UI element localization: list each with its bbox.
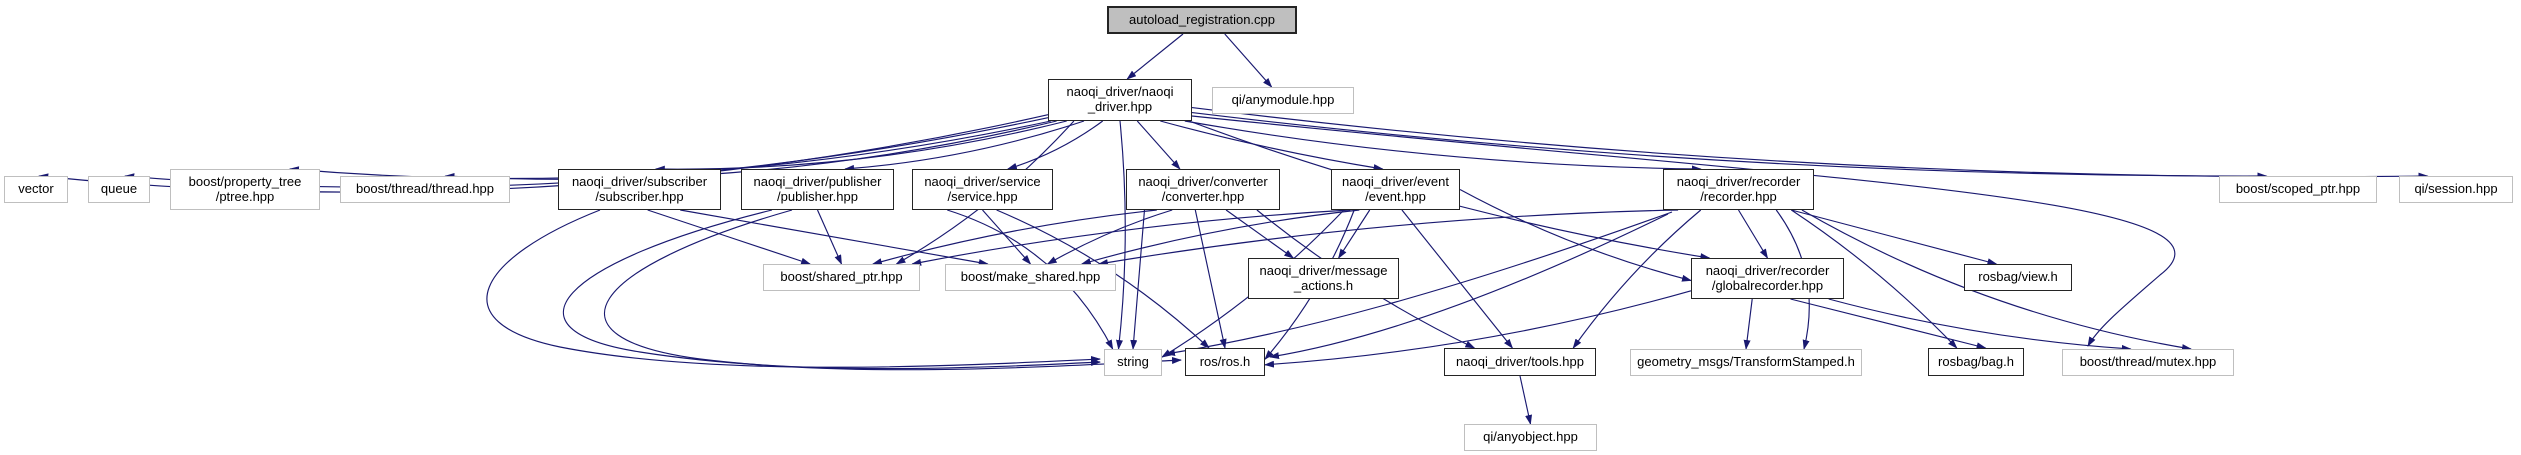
graph-edge-converter-makeshared [1046,209,1173,265]
graph-node-globalrec[interactable]: naoqi_driver/recorder /globalrecorder.hp… [1691,258,1844,299]
graph-edge-event-msgactions [1338,209,1371,259]
graph-node-label: boost/shared_ptr.hpp [780,269,903,285]
graph-node-service[interactable]: naoqi_driver/service /service.hpp [912,169,1053,210]
graph-node-msgactions[interactable]: naoqi_driver/message _actions.h [1248,258,1399,299]
graph-node-string: string [1104,349,1162,376]
graph-node-label: boost/property_tree /ptree.hpp [188,173,302,204]
graph-node-root: autoload_registration.cpp [1107,6,1297,34]
graph-node-anymodule: qi/anymodule.hpp [1212,87,1354,114]
graph-node-mutex: boost/thread/mutex.hpp [2062,349,2234,376]
graph-node-rosros[interactable]: ros/ros.h [1185,348,1265,376]
graph-edge-recorder-globalrec [1738,209,1769,259]
graph-edge-recorder-string [1165,211,1673,356]
graph-node-label: boost/scoped_ptr.hpp [2235,181,2361,197]
graph-edge-root-naoqi [1126,33,1184,80]
graph-edge-publisher-sharedptr [816,209,843,265]
graph-node-label: rosbag/view.h [1978,269,2058,285]
graph-edge-event-tools [1401,209,1514,349]
graph-node-label: string [1117,354,1149,370]
graph-edge-naoqi-recorder [1184,120,1702,173]
graph-node-sharedptr: boost/shared_ptr.hpp [763,264,920,291]
graph-edge-naoqi-mutex [1191,115,2176,347]
graph-edge-naoqi-event [1160,120,1384,172]
graph-node-label: geometry_msgs/TransformStamped.h [1637,354,1855,370]
graph-edge-naoqi-converter [1136,120,1181,170]
graph-node-recorder[interactable]: naoqi_driver/recorder /recorder.hpp [1663,169,1814,210]
graph-node-bag[interactable]: rosbag/bag.h [1928,348,2024,376]
graph-edge-naoqi-subscriber [654,120,1067,173]
graph-edge-subscriber-makeshared [680,209,989,266]
graph-node-label: boost/thread/mutex.hpp [2079,354,2217,370]
graph-edge-naoqi-scoped [1191,112,2268,180]
graph-node-label: qi/anymodule.hpp [1231,92,1335,108]
graph-node-label: naoqi_driver/recorder /recorder.hpp [1676,173,1801,204]
graph-node-label: boost/make_shared.hpp [960,269,1101,285]
graph-node-label: ros/ros.h [1199,353,1251,369]
graph-node-tools[interactable]: naoqi_driver/tools.hpp [1444,348,1596,376]
graph-node-label: autoload_registration.cpp [1129,11,1275,27]
graph-node-publisher[interactable]: naoqi_driver/publisher /publisher.hpp [741,169,894,210]
graph-node-label: naoqi_driver/naoqi _driver.hpp [1066,84,1174,114]
graph-node-label: naoqi_driver/recorder /globalrecorder.hp… [1705,262,1830,293]
graph-edge-globalrec-mutex [1828,298,2132,352]
graph-node-ptree: boost/property_tree /ptree.hpp [170,169,320,210]
graph-node-label: naoqi_driver/event /event.hpp [1342,173,1449,204]
graph-node-queue: queue [88,176,150,203]
graph-edge-converter-sharedptr [871,209,1157,265]
graph-edge-naoqi-service [1006,120,1104,170]
graph-node-label: boost/thread/thread.hpp [355,181,495,197]
graph-node-label: qi/anyobject.hpp [1483,429,1578,445]
graph-node-label: queue [100,181,138,197]
graph-node-label: naoqi_driver/publisher /publisher.hpp [753,173,882,204]
graph-node-event[interactable]: naoqi_driver/event /event.hpp [1331,169,1460,210]
graph-edge-converter-string [1130,209,1146,350]
graph-edge-event-makeshared [1080,209,1360,265]
graph-node-view[interactable]: rosbag/view.h [1964,264,2072,291]
graph-node-makeshared: boost/make_shared.hpp [945,264,1116,291]
graph-node-label: naoqi_driver/tools.hpp [1456,353,1584,369]
graph-edge-globalrec-tfstamped [1743,298,1753,350]
graph-edge-recorder-makeshared [1097,209,1679,266]
graph-node-session: qi/session.hpp [2399,176,2513,203]
graph-edge-converter-rosros [1194,209,1227,349]
graph-node-subscriber[interactable]: naoqi_driver/subscriber /subscriber.hpp [558,169,721,210]
graph-edge-event-sharedptr [911,209,1351,266]
graph-edge-service-makeshared [982,209,1032,265]
graph-node-anyobject: qi/anyobject.hpp [1464,424,1597,451]
graph-edge-subscriber-sharedptr [647,209,812,265]
graph-edge-naoqi-publisher [844,120,1085,172]
graph-node-vector: vector [4,176,68,203]
graph-node-scoped: boost/scoped_ptr.hpp [2219,176,2377,203]
graph-node-label: naoqi_driver/service /service.hpp [924,173,1041,204]
graph-edge-tools-anyobject [1519,375,1532,425]
graph-edge-naoqi-string [1116,120,1126,350]
graph-edge-root-anymodule [1224,33,1273,88]
graph-node-threadthread: boost/thread/thread.hpp [340,176,510,203]
graph-node-label: qi/session.hpp [2414,181,2498,197]
graph-node-label: naoqi_driver/message _actions.h [1259,262,1388,293]
graph-edge-naoqi-session [1191,106,2429,180]
graph-edge-globalrec-bag [1790,298,1987,350]
graph-edge-converter-msgactions [1225,209,1295,259]
graph-node-label: naoqi_driver/converter /converter.hpp [1138,173,1268,204]
graph-node-converter[interactable]: naoqi_driver/converter /converter.hpp [1126,169,1280,210]
graph-node-naoqi[interactable]: naoqi_driver/naoqi _driver.hpp [1048,79,1192,121]
graph-node-label: vector [18,181,54,197]
graph-edge-recorder-view [1791,209,1998,266]
graph-node-label: naoqi_driver/subscriber /subscriber.hpp [571,173,708,204]
graph-node-label: rosbag/bag.h [1938,353,2014,369]
graph-edge-event-globalrec [1459,188,1692,282]
graph-edge-recorder-tools [1572,209,1702,349]
graph-node-tfstamped: geometry_msgs/TransformStamped.h [1630,349,1862,376]
